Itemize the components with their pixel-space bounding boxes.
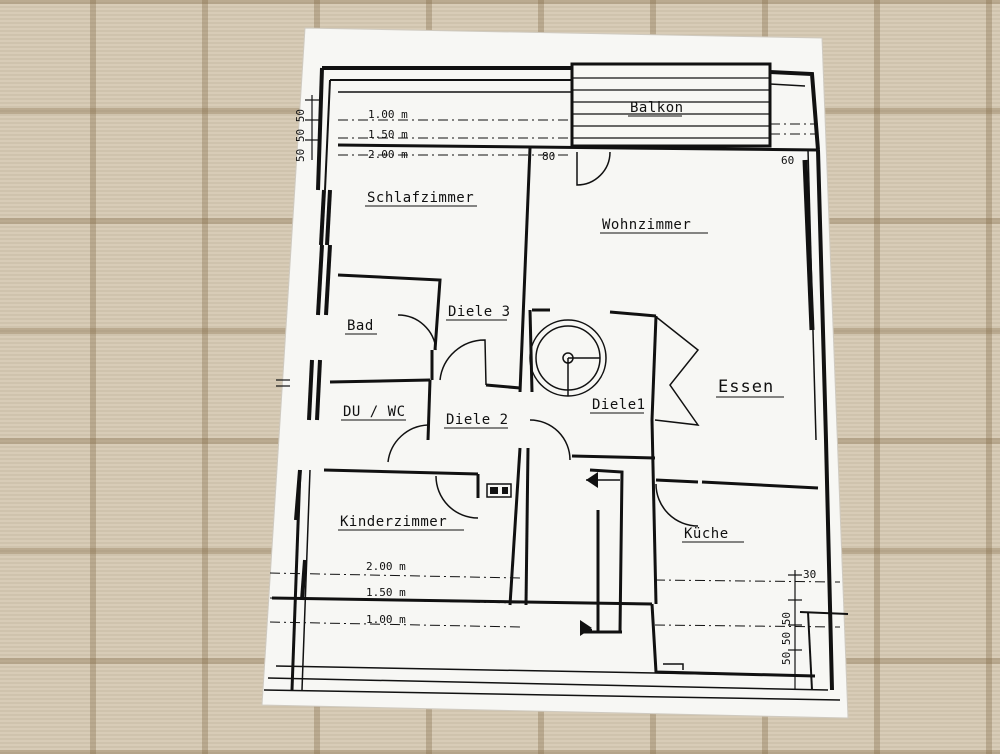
- room-label-kueche: Küche: [684, 526, 729, 542]
- doors: [387, 151, 700, 527]
- left-windows: [294, 189, 332, 601]
- room-label-diele3: Diele 3: [448, 304, 511, 320]
- interior-walls: [323, 143, 819, 634]
- dimension-label-bottom-3: 1.00 m: [366, 613, 406, 626]
- room-label-wohnzimmer: Wohnzimmer: [602, 217, 691, 233]
- room-label-essen: Essen: [718, 377, 774, 397]
- room-label-balkon: Balkon: [630, 100, 684, 116]
- room-label-schlafzimmer: Schlafzimmer: [367, 190, 474, 206]
- balcony: [570, 62, 772, 148]
- room-label-diele1: Diele1: [592, 397, 646, 413]
- dimension-label-right-vertical: 50 50 50: [780, 612, 793, 665]
- outer-walls: [263, 66, 849, 701]
- paper-sheet: [261, 27, 849, 719]
- room-label-kinderzimmer: Kinderzimmer: [340, 514, 447, 530]
- dimension-label-top-3: 2.00 m: [368, 148, 408, 161]
- dimension-lines: [269, 119, 841, 628]
- dimension-label-top-1: 1.00 m: [368, 108, 408, 121]
- dimension-label-left-vertical: 50 50 50: [294, 109, 307, 162]
- dimension-label-top-2: 1.50 m: [368, 128, 408, 141]
- stair-arrow-icon: [586, 472, 620, 488]
- dimension-label-bottom-1: 2.00 m: [366, 560, 406, 573]
- room-label-duwc: DU / WC: [343, 404, 406, 420]
- outlet-icon: [580, 620, 592, 636]
- meter-box-icon: [486, 483, 512, 498]
- spiral-staircase: [529, 319, 607, 397]
- dimension-label-60: 60: [781, 154, 794, 167]
- dimension-label-80: 80: [542, 150, 555, 163]
- dimension-ticks: [276, 95, 802, 690]
- room-label-diele2: Diele 2: [446, 412, 509, 428]
- dimension-label-30: 30: [803, 568, 816, 581]
- dimension-label-bottom-2: 1.50 m: [366, 586, 406, 599]
- room-label-bad: Bad: [347, 318, 374, 334]
